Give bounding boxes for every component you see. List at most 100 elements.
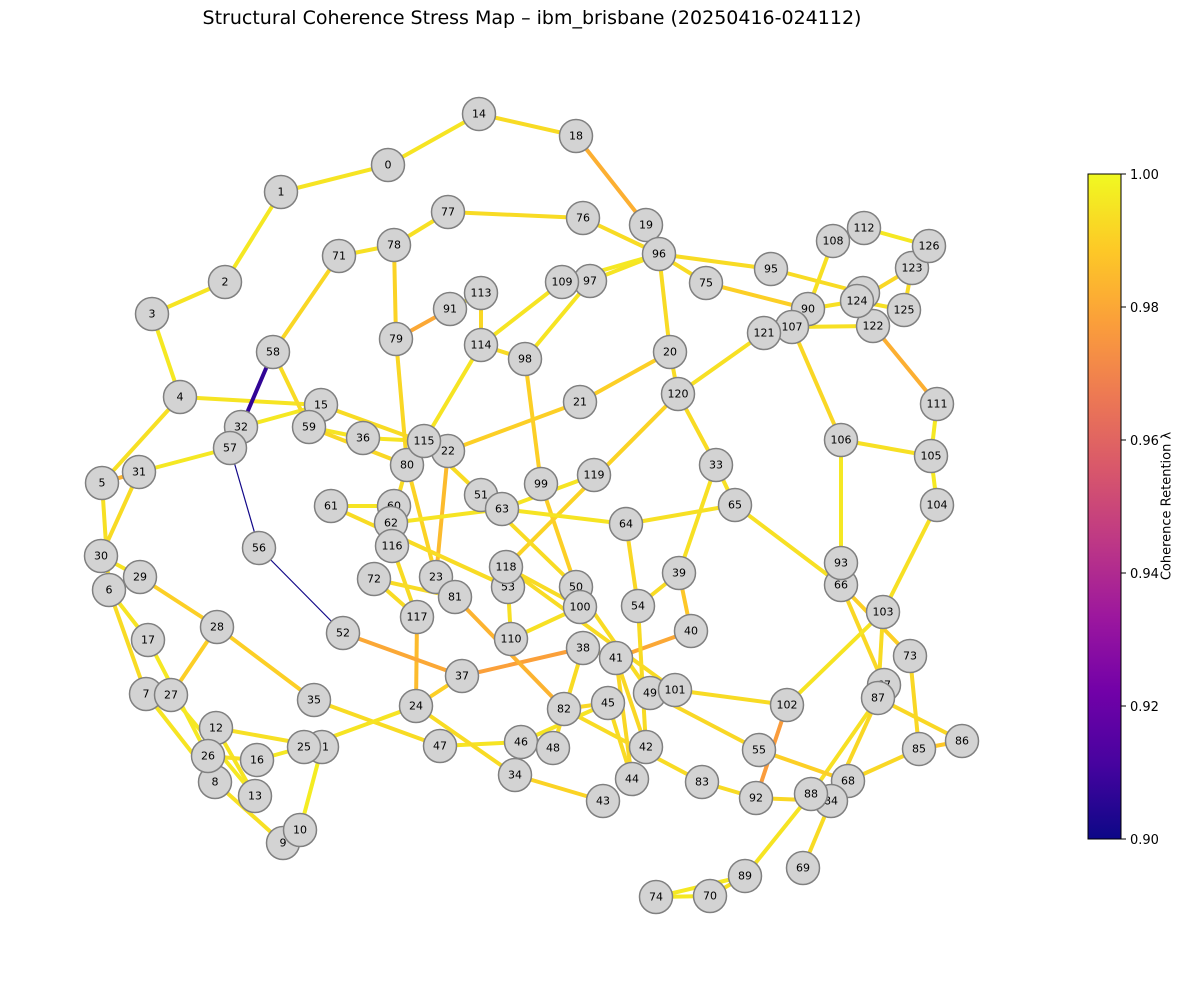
node-86: 86 [944, 723, 980, 759]
node-circle [641, 236, 677, 272]
node-label: 108 [823, 235, 844, 248]
node-label: 106 [831, 434, 852, 447]
node-circle [484, 491, 520, 527]
node-label: 6 [106, 584, 113, 597]
node-circle [585, 783, 621, 819]
edge-50-99 [539, 483, 578, 588]
node-circle [717, 487, 753, 523]
node-96: 96 [641, 236, 677, 272]
node-58: 58 [255, 334, 291, 370]
node-121: 121 [746, 315, 782, 351]
edge-24-34 [414, 704, 517, 777]
node-label: 12 [209, 722, 223, 735]
node-82: 82 [546, 691, 582, 727]
node-label: 44 [625, 773, 639, 786]
node-label: 116 [382, 540, 403, 553]
node-label: 1 [278, 186, 285, 199]
node-circle [463, 275, 499, 311]
node-circle [507, 341, 543, 377]
node-47: 47 [422, 728, 458, 764]
edge-52-56 [258, 547, 344, 634]
node-81: 81 [437, 579, 473, 615]
node-label: 61 [324, 500, 338, 513]
edge-33-39 [677, 464, 718, 574]
edge-61-53 [330, 504, 509, 589]
node-label: 93 [834, 557, 848, 570]
node-43: 43 [585, 783, 621, 819]
node-label: 59 [302, 421, 316, 434]
node-circle [444, 658, 480, 694]
colorbar-tick-label: 0.96 [1130, 434, 1159, 449]
node-label: 5 [99, 477, 106, 490]
node-label: 13 [248, 790, 262, 803]
node-circle [620, 588, 656, 624]
node-circle [207, 264, 243, 300]
node-label: 36 [356, 432, 370, 445]
node-17: 17 [130, 622, 166, 658]
node-circle [389, 447, 425, 483]
node-109: 109 [544, 264, 580, 300]
node-116: 116 [374, 528, 410, 564]
node-120: 120 [660, 376, 696, 412]
node-circle [562, 589, 598, 625]
edge-114-115 [422, 343, 483, 443]
node-label: 18 [569, 130, 583, 143]
node-69: 69 [785, 850, 821, 886]
edge-21-22 [447, 400, 581, 453]
colorbar: 0.900.920.940.960.981.00 [1087, 168, 1159, 848]
node-0: 0 [370, 147, 406, 183]
edge-88-89 [743, 792, 813, 878]
node-label: 74 [649, 891, 663, 904]
node-circle [263, 174, 299, 210]
node-label: 86 [955, 735, 969, 748]
node-label: 27 [164, 689, 178, 702]
node-75: 75 [688, 265, 724, 301]
node-circle [815, 223, 851, 259]
node-label: 58 [266, 346, 280, 359]
node-113: 113 [463, 275, 499, 311]
edge-35-47 [313, 698, 441, 748]
node-label: 76 [576, 212, 590, 225]
node-circle [212, 430, 248, 466]
node-34: 34 [497, 757, 533, 793]
node-circle [746, 315, 782, 351]
node-63: 63 [484, 491, 520, 527]
node-circle [121, 454, 157, 490]
node-label: 35 [307, 694, 321, 707]
nodes-layer: 0123456789101112131415161718192021222324… [83, 96, 980, 915]
node-circle [793, 776, 829, 812]
node-circle [345, 420, 381, 456]
colorbar-tick-label: 0.90 [1130, 833, 1159, 848]
node-circle [190, 738, 226, 774]
node-circle [83, 538, 119, 574]
node-label: 113 [471, 287, 492, 300]
node-5: 5 [84, 465, 120, 501]
node-33: 33 [698, 447, 734, 483]
node-circle [652, 334, 688, 370]
node-98: 98 [507, 341, 543, 377]
node-circle [437, 579, 473, 615]
node-124: 124 [839, 283, 875, 319]
edge-58-71 [271, 254, 341, 354]
edge-64-65 [625, 503, 736, 526]
node-4: 4 [162, 379, 198, 415]
node-label: 100 [570, 601, 591, 614]
node-label: 68 [841, 775, 855, 788]
node-label: 80 [400, 459, 414, 472]
edge-37-52 [342, 631, 463, 678]
node-circle [913, 438, 949, 474]
node-89: 89 [727, 858, 763, 894]
node-circle [374, 528, 410, 564]
node-101: 101 [657, 672, 693, 708]
node-126: 126 [911, 228, 947, 264]
node-label: 38 [576, 642, 590, 655]
colorbar-gradient [1087, 173, 1122, 840]
edge-101-102 [674, 688, 788, 707]
node-6: 6 [91, 572, 127, 608]
colorbar-tick-label: 0.92 [1130, 700, 1159, 715]
node-31: 31 [121, 454, 157, 490]
node-100: 100 [562, 589, 598, 625]
node-circle [628, 207, 664, 243]
node-28: 28 [199, 609, 235, 645]
